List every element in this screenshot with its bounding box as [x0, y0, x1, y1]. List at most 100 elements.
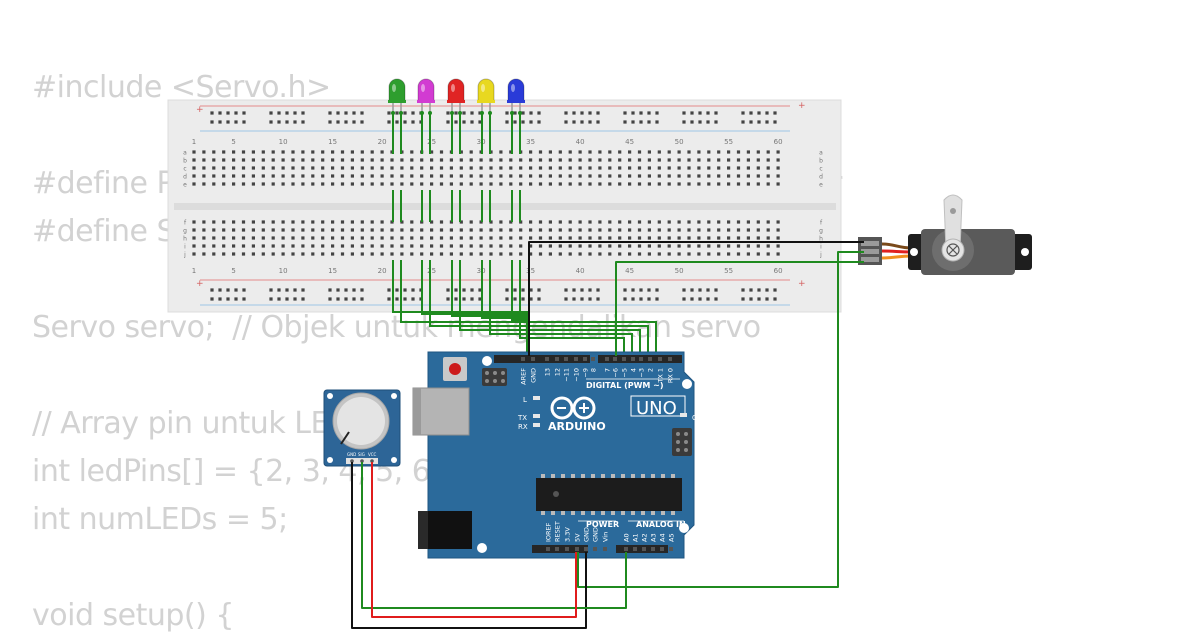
column-number: 35 [526, 267, 535, 275]
power-pin-socket[interactable] [546, 547, 550, 551]
digital-pin-socket[interactable] [574, 357, 578, 361]
breadboard-hole [717, 220, 721, 224]
digital-pin-label: ~6 [612, 368, 620, 378]
rail-hole [623, 288, 627, 292]
digital-pin-socket[interactable] [521, 357, 525, 361]
rail-hole [336, 288, 340, 292]
rail-hole [411, 288, 415, 292]
digital-pin-label: 4 [630, 368, 638, 372]
power-header [532, 545, 588, 553]
digital-pin-socket[interactable] [622, 357, 626, 361]
row-letter: g [183, 228, 187, 235]
breadboard-hole [469, 174, 473, 178]
breadboard-hole [608, 252, 612, 256]
digital-pin-socket[interactable] [591, 357, 595, 361]
analog-pin-socket[interactable] [651, 547, 655, 551]
led-highlight [392, 84, 396, 92]
breadboard-hole [608, 236, 612, 240]
breadboard-hole [261, 236, 265, 240]
breadboard-hole [380, 158, 384, 162]
digital-pin-socket[interactable] [545, 357, 549, 361]
breadboard-hole [232, 236, 236, 240]
breadboard-hole [578, 228, 582, 232]
breadboard-hole [538, 182, 543, 186]
breadboard-hole [271, 166, 275, 170]
rail-hole [328, 288, 332, 292]
digital-pin-socket[interactable] [564, 357, 568, 361]
digital-pin-socket[interactable] [583, 357, 587, 361]
breadboard-hole [459, 236, 463, 240]
chip-pin [551, 511, 555, 515]
rail-hole [344, 297, 348, 301]
breadboard-hole [519, 166, 523, 170]
potentiometer[interactable]: GND SIG VCC [323, 389, 401, 467]
led-yellow[interactable] [477, 78, 495, 115]
analog-pin-socket[interactable] [624, 547, 628, 551]
power-pin-socket[interactable] [575, 547, 579, 551]
breadboard-hole [350, 158, 354, 162]
breadboard-hole [499, 158, 503, 162]
breadboard-hole [608, 166, 612, 170]
digital-pin-socket[interactable] [531, 357, 535, 361]
breadboard-hole [449, 244, 453, 248]
power-pin-socket[interactable] [593, 547, 597, 551]
rail-hole [596, 111, 600, 115]
rail-hole [242, 111, 246, 115]
chip-pin [581, 474, 585, 478]
rail-hole [741, 297, 745, 301]
row-letter: g [819, 228, 823, 235]
power-pin-socket[interactable] [584, 547, 588, 551]
rail-hole [529, 288, 533, 292]
row-letter: e [819, 182, 823, 189]
digital-pin-socket[interactable] [631, 357, 635, 361]
digital-pin-label: 8 [590, 368, 598, 372]
digital-pin-socket[interactable] [639, 357, 643, 361]
breadboard-hole [598, 166, 602, 170]
power-pin-socket[interactable] [555, 547, 559, 551]
digital-pin-socket[interactable] [555, 357, 559, 361]
breadboard-hole [241, 182, 246, 186]
column-number: 40 [576, 138, 585, 146]
wire-pot-gnd [351, 462, 587, 629]
breadboard-hole [667, 228, 671, 232]
chip-pins [541, 474, 675, 515]
digital-pin-socket[interactable] [658, 357, 662, 361]
analog-pin-socket[interactable] [633, 547, 637, 551]
breadboard-hole [232, 150, 236, 154]
rail-hole [690, 111, 694, 115]
led-rim [417, 100, 435, 103]
servo-motor[interactable] [858, 194, 1032, 275]
breadboard-hole [261, 150, 265, 154]
breadboard-hole [489, 166, 493, 170]
breadboard-hole [410, 158, 414, 162]
breadboard-hole [677, 182, 681, 186]
breadboard-hole [697, 228, 701, 232]
breadboard-hole [687, 252, 691, 256]
rail-hole [682, 120, 686, 124]
power-pin-socket[interactable] [603, 547, 607, 551]
digital-pin-socket[interactable] [605, 357, 609, 361]
analog-pin-label: A5 [668, 533, 676, 542]
analog-pin-socket[interactable] [642, 547, 646, 551]
breadboard-hole [321, 220, 325, 224]
digital-pin-label: ~9 [582, 368, 590, 378]
analog-pin-socket[interactable] [660, 547, 664, 551]
code-line: int numLEDs = 5; [32, 502, 288, 537]
led-body [477, 78, 495, 103]
digital-pin-socket[interactable] [613, 357, 617, 361]
chip-pin [551, 474, 555, 478]
led-magenta[interactable] [417, 78, 435, 115]
digital-pin-socket[interactable] [648, 357, 652, 361]
chip-pin [541, 511, 545, 515]
analog-pin-socket[interactable] [669, 547, 673, 551]
breadboard-hole [291, 228, 295, 232]
breadboard-hole [420, 252, 424, 256]
breadboard-hole [350, 252, 354, 256]
digital-pin-socket[interactable] [668, 357, 672, 361]
breadboard-hole [558, 236, 562, 240]
uno-box [630, 395, 686, 417]
breadboard-hole [519, 174, 523, 178]
power-pin-socket[interactable] [565, 547, 569, 551]
led-rim [447, 100, 465, 103]
